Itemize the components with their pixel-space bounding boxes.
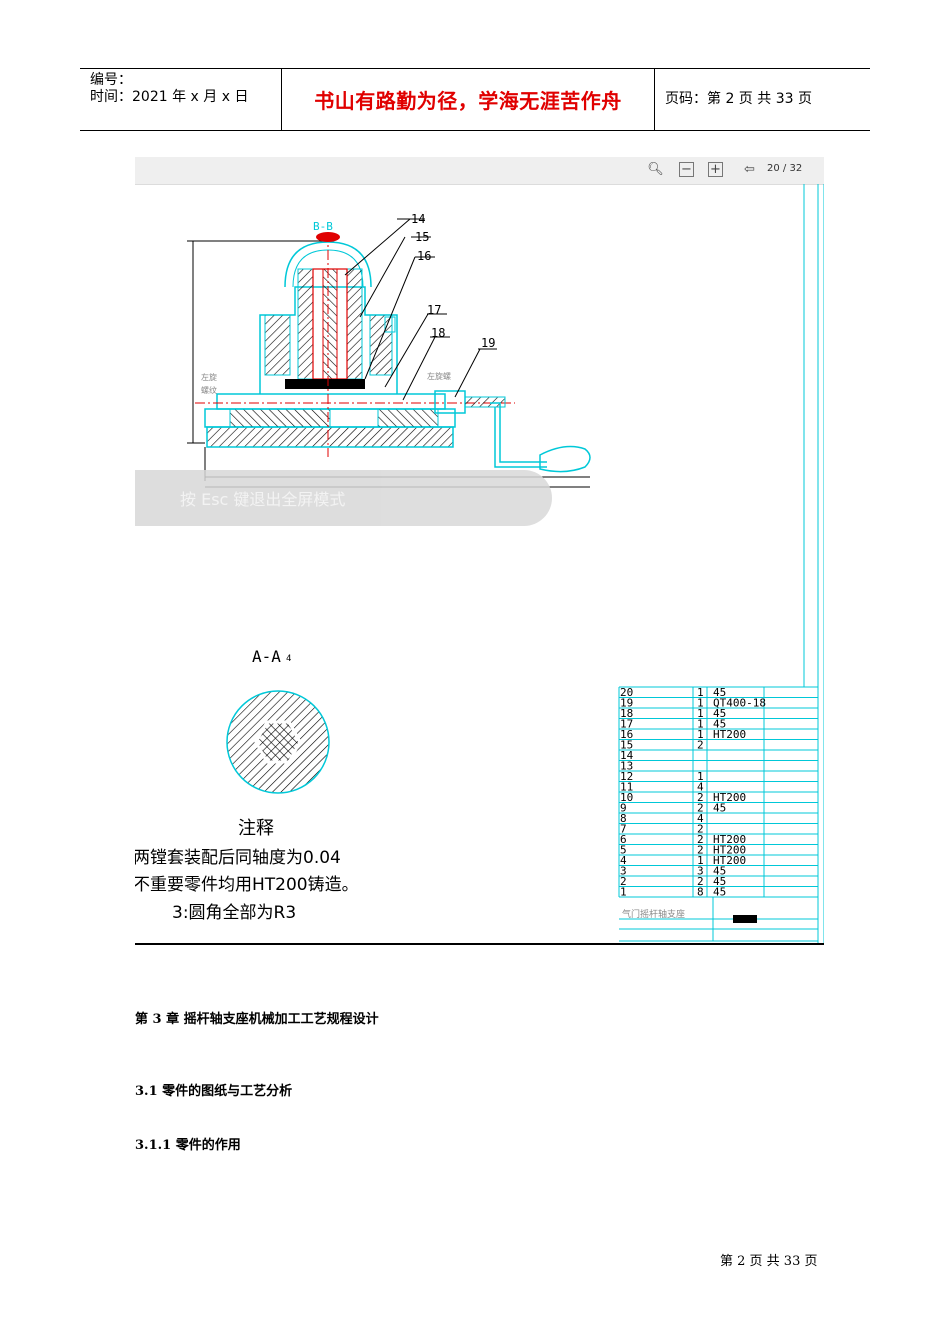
note-1: 两镗套装配后同轴度为0.04	[135, 848, 341, 868]
note-3: 3:圆角全部为R3	[172, 903, 296, 923]
bom-item-number: 6	[620, 833, 627, 846]
bom-item-qty: 3	[697, 865, 704, 878]
number-label: 编号：	[90, 72, 132, 88]
bom-item-number: 4	[620, 854, 627, 867]
bom-item-material: HT200	[713, 844, 746, 857]
bom-item-number: 8	[620, 812, 627, 825]
bom-item-qty: 4	[697, 781, 704, 794]
callout-15: 15	[415, 230, 429, 244]
callout-19: 19	[481, 336, 495, 350]
zoom-in-icon[interactable]: +	[708, 162, 723, 177]
bom-item-material: 45	[713, 707, 726, 720]
bom-item-qty: 1	[697, 854, 704, 867]
section-heading-3-1: 3.1 零件的图纸与工艺分析	[135, 1084, 293, 1099]
bom-item-material: QT400-18	[713, 697, 766, 710]
bom-item-qty: 1	[697, 728, 704, 741]
header-motto-cell: 书山有路勤为径，学海无涯苦作舟	[282, 69, 655, 130]
title-block-name: 气门摇杆轴支座	[622, 908, 685, 920]
bom-item-material: 45	[713, 875, 726, 888]
bom-item-material: 45	[713, 686, 726, 699]
bom-item-number: 13	[620, 760, 633, 773]
bom-item-number: 1	[620, 886, 627, 899]
section-aa-scale: 4	[286, 654, 291, 664]
bom-item-number: 7	[620, 823, 627, 836]
bom-item-material: 45	[713, 886, 726, 899]
bom-item-number: 20	[620, 686, 633, 699]
bom-item-material: HT200	[713, 854, 746, 867]
left-label-1: 左旋	[201, 372, 217, 382]
viewer-toolbar: 🔍︎ − + ⇦ 20 / 32	[135, 157, 824, 185]
callout-18: 18	[431, 326, 445, 340]
page-header: 编号： 时间：2021 年 x 月 x 日 书山有路勤为径，学海无涯苦作舟 页码…	[80, 68, 870, 131]
bom-item-number: 2	[620, 875, 627, 888]
esc-hint: 按 Esc 键退出全屏模式	[180, 490, 346, 509]
bom-item-number: 3	[620, 865, 627, 878]
note-2: 不重要零件均用HT200铸造。	[135, 875, 359, 895]
bom-item-number: 19	[620, 697, 633, 710]
bom-item-qty: 1	[697, 770, 704, 783]
search-icon[interactable]: 🔍︎	[647, 162, 664, 177]
bom-item-number: 18	[620, 707, 633, 720]
left-label-2: 螺纹	[201, 385, 217, 395]
bom-item-number: 16	[620, 728, 633, 741]
page-info: 页码：第 2 页 共 33 页	[665, 91, 812, 107]
bom-item-material: 45	[713, 802, 726, 815]
bom-item-material: HT200	[713, 791, 746, 804]
zoom-out-icon[interactable]: −	[679, 162, 694, 177]
bom-item-qty: 2	[697, 823, 704, 836]
drawing-screenshot: 🔍︎ − + ⇦ 20 / 32	[135, 157, 824, 945]
bom-item-material: HT200	[713, 728, 746, 741]
callout-17: 17	[427, 303, 441, 317]
esc-hint-overlay: 按 Esc 键退出全屏模式	[135, 470, 552, 526]
bom-item-qty: 1	[697, 686, 704, 699]
bom-item-number: 17	[620, 718, 633, 731]
bom-item-number: 10	[620, 791, 633, 804]
bom-item-qty: 2	[697, 875, 704, 888]
chapter-heading: 第 3 章 摇杆轴支座机械加工工艺规程设计	[135, 1012, 379, 1027]
page-footer: 第 2 页 共 33 页	[720, 1254, 818, 1269]
time-label: 时间：2021 年 x 月 x 日	[90, 89, 249, 105]
bom-item-material: 45	[713, 718, 726, 731]
bom-item-qty: 2	[697, 833, 704, 846]
bom-item-qty: 1	[697, 697, 704, 710]
bom-item-number: 14	[620, 749, 634, 762]
assembly-drawing: B-B 14 15 16 17 18 19 左旋 螺纹 左旋螺 A-A 4	[135, 184, 824, 945]
bom-item-material: 45	[713, 865, 726, 878]
bom-item-qty: 8	[697, 886, 704, 899]
bom-item-number: 5	[620, 844, 627, 857]
screenshot-bottom-line	[135, 943, 824, 945]
bom-item-qty: 2	[697, 739, 704, 752]
bom-item-qty: 4	[697, 812, 704, 825]
callout-16: 16	[417, 249, 431, 263]
bom-item-number: 11	[620, 781, 633, 794]
callout-14: 14	[411, 212, 425, 226]
header-page-cell: 页码：第 2 页 共 33 页	[655, 69, 870, 130]
bom-item-qty: 1	[697, 707, 704, 720]
bom-item-material: HT200	[713, 833, 746, 846]
right-label: 左旋螺	[427, 371, 451, 381]
section-heading-3-1-1: 3.1.1 零件的作用	[135, 1138, 241, 1153]
bom-item-qty: 2	[697, 802, 704, 815]
section-bb-label: B-B	[313, 220, 333, 233]
bom-item-qty: 1	[697, 718, 704, 731]
bom-item-qty: 2	[697, 844, 704, 857]
bom-item-number: 15	[620, 739, 633, 752]
section-aa-label: A-A	[252, 647, 281, 666]
bom-item-number: 9	[620, 802, 627, 815]
page-counter: 20 / 32	[767, 163, 803, 174]
previous-page-icon[interactable]: ⇦	[744, 162, 755, 177]
bom-item-number: 12	[620, 770, 633, 783]
bom-item-qty: 2	[697, 791, 704, 804]
header-info-cell: 编号： 时间：2021 年 x 月 x 日	[80, 69, 282, 130]
motto: 书山有路勤为径，学海无涯苦作舟	[314, 89, 622, 113]
notes-title: 注释	[238, 818, 274, 839]
